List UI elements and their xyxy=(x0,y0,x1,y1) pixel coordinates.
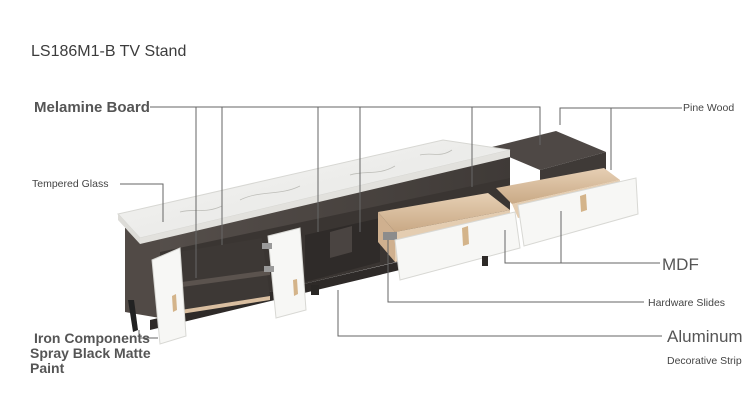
drawer-2 xyxy=(496,168,639,247)
legs xyxy=(128,285,319,332)
label-iron-components: Iron Components xyxy=(34,330,150,346)
label-pine-wood: Pine Wood xyxy=(683,102,735,114)
left-door xyxy=(151,247,187,345)
left-cabinet xyxy=(160,238,270,316)
leader-lines xyxy=(120,106,682,339)
label-aluminum: Aluminum xyxy=(667,328,743,345)
label-mdf: MDF xyxy=(662,255,699,274)
page-title: LS186M1-B TV Stand xyxy=(31,43,187,60)
label-tempered-glass: Tempered Glass xyxy=(32,178,109,190)
open-shelf xyxy=(305,218,380,282)
label-hardware-slides: Hardware Slides xyxy=(648,297,726,309)
marble-top xyxy=(117,139,511,244)
label-decorative-strip: Decorative Strip xyxy=(667,356,742,367)
middle-door xyxy=(262,227,307,319)
label-melamine-board: Melamine Board xyxy=(34,99,150,116)
label-spray-paint-line1: Spray Black Matte xyxy=(30,345,151,361)
label-spray-paint-line2: Paint xyxy=(30,360,65,376)
drawer-1 xyxy=(378,193,521,281)
